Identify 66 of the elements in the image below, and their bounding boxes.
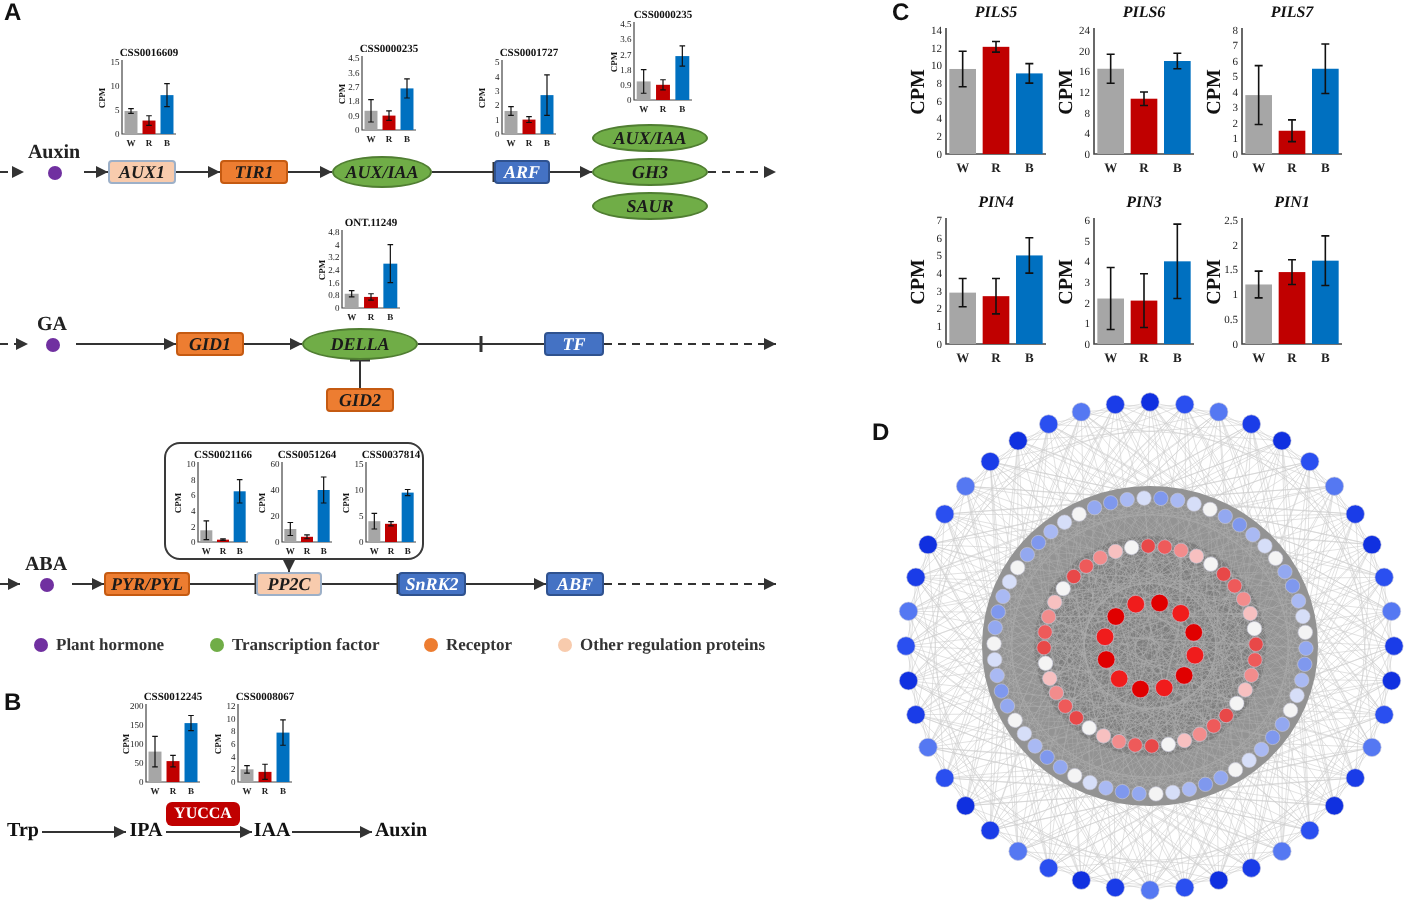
hormone-label: GA: [37, 313, 67, 335]
gene-box: ARF: [494, 160, 550, 184]
legend-label: Plant hormone: [56, 634, 165, 654]
gene-ellipse: GH3: [592, 158, 708, 186]
chart-title: PILS6: [1122, 3, 1166, 21]
gene-ellipse: SAUR: [592, 192, 708, 220]
compound-label: IAA: [252, 820, 292, 844]
arrow: [175, 166, 221, 178]
chart-title: PIN4: [978, 193, 1014, 211]
arrow: [465, 578, 547, 590]
gene-box: TF: [544, 332, 604, 356]
arrow: [41, 826, 127, 838]
chart-title: PIN3: [1126, 193, 1162, 211]
axis-title: CPM: [1056, 259, 1078, 305]
gene-box: AUX1: [108, 160, 176, 184]
dashed-arrow: [707, 166, 777, 178]
dashed-arrow: [603, 338, 777, 350]
dashed-arrow: [603, 578, 777, 590]
dashed-arrow: [0, 166, 25, 178]
chart-title: PIN1: [1274, 193, 1310, 211]
gene-ellipse: DELLA: [302, 328, 418, 360]
gene-box: ABF: [546, 572, 604, 596]
axis-title: CPM: [908, 259, 930, 305]
arrow: [71, 578, 105, 590]
arrow: [283, 559, 295, 573]
arrow: [287, 166, 333, 178]
arrow: [83, 166, 109, 178]
legend-label: Other regulation proteins: [580, 634, 766, 654]
inhibition-line: [348, 358, 372, 389]
arrow: [549, 166, 593, 178]
panel-letter: C: [892, 0, 910, 26]
gene-ellipse: AUX/IAA: [332, 156, 432, 188]
gene-box: GID1: [176, 332, 244, 356]
axis-title: CPM: [1204, 69, 1226, 115]
gene-box: SnRK2: [398, 572, 466, 596]
compound-label: Trp: [4, 820, 42, 844]
dashed-arrow: [0, 338, 29, 350]
inhibition-line: [431, 160, 496, 184]
hormone-label: ABA: [24, 553, 68, 575]
gene-box: PYR/PYL: [104, 572, 190, 596]
axis-title: CPM: [1204, 259, 1226, 305]
panel-letter: B: [4, 690, 22, 716]
panel-letter: A: [4, 0, 22, 26]
arrow: [291, 826, 373, 838]
legend-label: Receptor: [446, 634, 513, 654]
hormone-label: Auxin: [27, 141, 81, 163]
arrow: [165, 826, 253, 838]
chart-title: PILS5: [974, 3, 1018, 21]
arrow: [243, 338, 303, 350]
gene-box: PP2C: [256, 572, 322, 596]
connector-line: [417, 343, 545, 345]
compound-label: IPA: [126, 820, 166, 844]
axis-title: CPM: [1056, 69, 1078, 115]
inhibition-line: [189, 572, 258, 596]
gene-ellipse: AUX/IAA: [592, 124, 708, 152]
arrow: [75, 338, 177, 350]
inhibition-line: [321, 572, 400, 596]
gene-box: GID2: [326, 388, 394, 412]
enzyme-box: YUCCA: [166, 802, 240, 826]
axis-title: CPM: [908, 69, 930, 115]
legend-label: Transcription factor: [232, 634, 380, 654]
dashed-arrow: [0, 578, 21, 590]
compound-label: Auxin: [372, 820, 430, 844]
chart-title: PILS7: [1270, 3, 1314, 21]
gene-box: TIR1: [220, 160, 288, 184]
panel-letter: D: [872, 420, 890, 446]
